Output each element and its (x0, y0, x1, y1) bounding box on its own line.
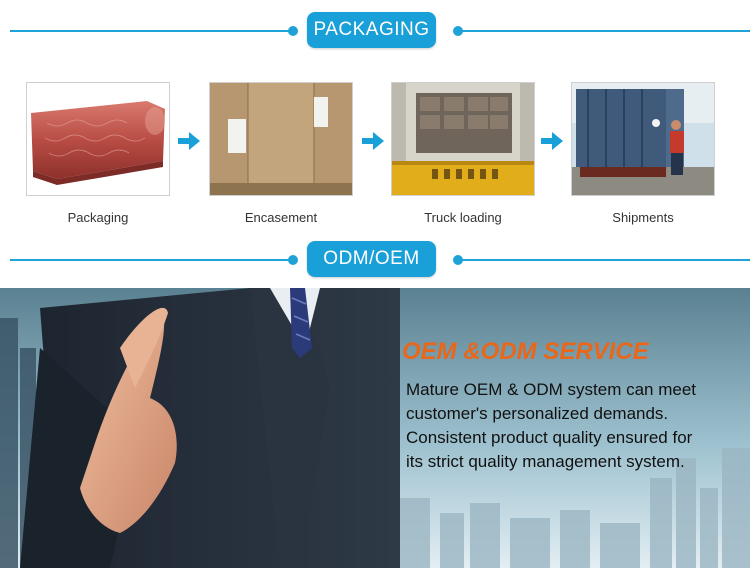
service-heading: OEM &ODM SERVICE (402, 338, 649, 365)
shipments-photo (571, 82, 715, 196)
arrow-right-icon (541, 132, 563, 150)
header-dot-right (453, 26, 463, 36)
header-rule-left (10, 259, 292, 261)
step-truck-loading: Truck loading (391, 82, 535, 225)
header-rule-right (460, 30, 750, 32)
service-line: its strict quality management system. (406, 452, 685, 471)
service-line: Consistent product quality ensured for (406, 428, 693, 447)
packaging-title: PACKAGING (307, 12, 436, 48)
step-label: Truck loading (424, 210, 502, 225)
step-packaging: Packaging (26, 82, 170, 225)
truck-loading-photo (391, 82, 535, 196)
service-line: customer's personalized demands. (406, 404, 669, 423)
odm-title: ODM/OEM (307, 241, 436, 277)
header-rule-right (460, 259, 750, 261)
encasement-photo (209, 82, 353, 196)
arrow-right-icon (178, 132, 200, 150)
arrow-right-icon (362, 132, 384, 150)
service-description: Mature OEM & ODM system can meet custome… (406, 378, 748, 474)
packaging-steps: Packaging Encasement (0, 82, 750, 232)
odm-section-header: ODM/OEM (0, 241, 750, 281)
step-encasement: Encasement (209, 82, 353, 225)
step-label: Shipments (612, 210, 674, 225)
header-dot-left (288, 26, 298, 36)
service-line: Mature OEM & ODM system can meet (406, 380, 697, 399)
header-rule-left (10, 30, 292, 32)
business-handshake-image (0, 288, 750, 568)
packaging-photo (26, 82, 170, 196)
step-label: Packaging (67, 210, 129, 225)
header-dot-left (288, 255, 298, 265)
packaging-section-header: PACKAGING (0, 12, 750, 52)
step-label: Encasement (244, 210, 318, 225)
step-shipments: Shipments (571, 82, 715, 225)
header-dot-right (453, 255, 463, 265)
oem-service-banner: OEM &ODM SERVICE Mature OEM & ODM system… (0, 288, 750, 568)
